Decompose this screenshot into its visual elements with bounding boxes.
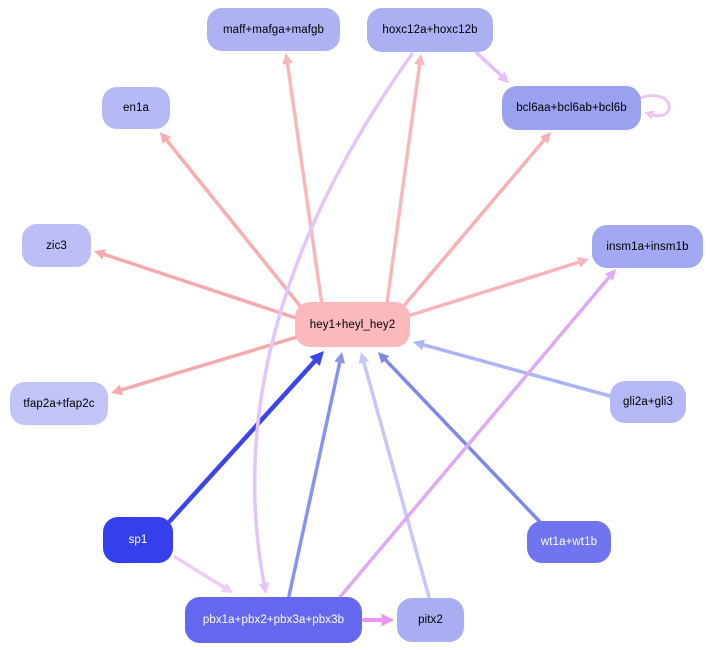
arrowhead-hey1-heyl-hey2-to-insm1a-insm1b [577, 257, 589, 268]
arrowhead-hey1-heyl-hey2-to-zic3 [94, 249, 107, 260]
node-insm1a-insm1b[interactable]: insm1a+insm1b [592, 225, 703, 268]
edge-bcl6aa-bcl6ab-bcl6b-to-bcl6aa-bcl6ab-bcl6b [638, 94, 671, 118]
node-zic3[interactable]: zic3 [22, 224, 91, 267]
edge-hey1-heyl-hey2-to-hoxc12a-hoxc12b [385, 59, 422, 305]
node-label: hoxc12a+hoxc12b [382, 24, 478, 36]
arrowhead-hoxc12a-hoxc12b-to-pbx1a-pbx2-pbx3a-pbx3b [258, 582, 270, 594]
node-hey1-heyl-hey2[interactable]: hey1+heyl_hey2 [295, 302, 410, 347]
edge-hoxc12a-hoxc12b-to-pbx1a-pbx2-pbx3a-pbx3b [252, 52, 414, 589]
arrowhead-pbx1a-pbx2-pbx3a-pbx3b-to-hey1-heyl-hey2 [334, 352, 345, 364]
edge-hey1-heyl-hey2-to-en1a [162, 135, 302, 308]
node-en1a[interactable]: en1a [102, 87, 170, 129]
arrowhead-sp1-to-pbx1a-pbx2-pbx3a-pbx3b [220, 582, 233, 593]
arrowhead-hey1-heyl-hey2-to-bcl6aa-bcl6ab-bcl6b [539, 132, 551, 144]
edge-hey1-heyl-hey2-to-zic3 [98, 251, 298, 320]
arrowhead-gli2a-gli3-to-hey1-heyl-hey2 [413, 339, 425, 351]
node-label: tfap2a+tfap2c [23, 397, 95, 410]
node-gli2a-gli3[interactable]: gli2a+gli3 [610, 381, 686, 423]
edge-pitx2-to-hey1-heyl-hey2 [361, 357, 431, 599]
node-label: gli2a+gli3 [623, 396, 673, 408]
edge-hey1-heyl-hey2-to-insm1a-insm1b [409, 259, 585, 317]
edge-sp1-to-pbx1a-pbx2-pbx3a-pbx3b [173, 555, 229, 592]
node-label: sp1 [128, 534, 148, 546]
node-bcl6aa-bcl6ab-bcl6b[interactable]: bcl6aa+bcl6ab+bcl6b [502, 86, 641, 130]
arrowhead-sp1-to-hey1-heyl-hey2 [309, 351, 324, 367]
node-pbx1a-pbx2-pbx3a-pbx3b[interactable]: pbx1a+pbx2+pbx3a+pbx3b [185, 597, 362, 643]
node-label: hey1+heyl_hey2 [309, 318, 396, 331]
node-label: zic3 [46, 239, 67, 252]
arrowhead-wt1a-wt1b-to-hey1-heyl-hey2 [378, 352, 390, 364]
node-label: pitx2 [418, 614, 443, 626]
edge-pbx1a-pbx2-pbx3a-pbx3b-to-hey1-heyl-hey2 [287, 357, 343, 598]
arrowhead-hey1-heyl-hey2-to-en1a [160, 132, 172, 144]
edge-sp1-to-hey1-heyl-hey2 [167, 355, 321, 524]
edge-hey1-heyl-hey2-to-maff-mafga-mafgb [285, 58, 324, 307]
node-label: en1a [123, 102, 149, 114]
edge-hey1-heyl-hey2-to-bcl6aa-bcl6ab-bcl6b [400, 135, 549, 310]
node-pitx2[interactable]: pitx2 [397, 598, 464, 642]
edge-gli2a-gli3-to-hey1-heyl-hey2 [418, 342, 612, 398]
arrowhead-bcl6aa-bcl6ab-bcl6b-to-bcl6aa-bcl6ab-bcl6b [644, 110, 655, 120]
node-label: wt1a+wt1b [540, 536, 598, 548]
edge-hoxc12a-hoxc12b-to-bcl6aa-bcl6ab-bcl6b [475, 51, 506, 80]
node-label: bcl6aa+bcl6ab+bcl6b [516, 102, 627, 114]
node-sp1[interactable]: sp1 [103, 517, 173, 563]
edge-wt1a-wt1b-to-hey1-heyl-hey2 [381, 355, 543, 525]
arrowhead-hoxc12a-hoxc12b-to-bcl6aa-bcl6ab-bcl6b [497, 71, 509, 83]
arrowhead-pitx2-to-hey1-heyl-hey2 [358, 352, 370, 364]
arrowhead-hey1-heyl-hey2-to-hoxc12a-hoxc12b [414, 54, 425, 66]
node-label: maff+mafga+mafgb [222, 23, 325, 36]
node-label: pbx1a+pbx2+pbx3a+pbx3b [202, 614, 345, 626]
edge-pbx1a-pbx2-pbx3a-pbx3b-to-insm1a-insm1b [338, 272, 614, 599]
node-hoxc12a-hoxc12b[interactable]: hoxc12a+hoxc12b [367, 8, 493, 52]
arrowhead-hey1-heyl-hey2-to-tfap2a-tfap2c [111, 384, 123, 396]
node-tfap2a-tfap2c[interactable]: tfap2a+tfap2c [10, 382, 108, 425]
node-maff-mafga-mafgb[interactable]: maff+mafga+mafgb [207, 8, 340, 51]
node-wt1a-wt1b[interactable]: wt1a+wt1b [527, 521, 611, 563]
node-label: insm1a+insm1b [606, 240, 689, 253]
arrowhead-hey1-heyl-hey2-to-maff-mafga-mafgb [282, 53, 293, 65]
arrowhead-pbx1a-pbx2-pbx3a-pbx3b-to-insm1a-insm1b [604, 269, 616, 281]
arrowhead-pbx1a-pbx2-pbx3a-pbx3b-to-pitx2 [381, 613, 394, 627]
edge-hey1-heyl-hey2-to-tfap2a-tfap2c [116, 335, 299, 393]
